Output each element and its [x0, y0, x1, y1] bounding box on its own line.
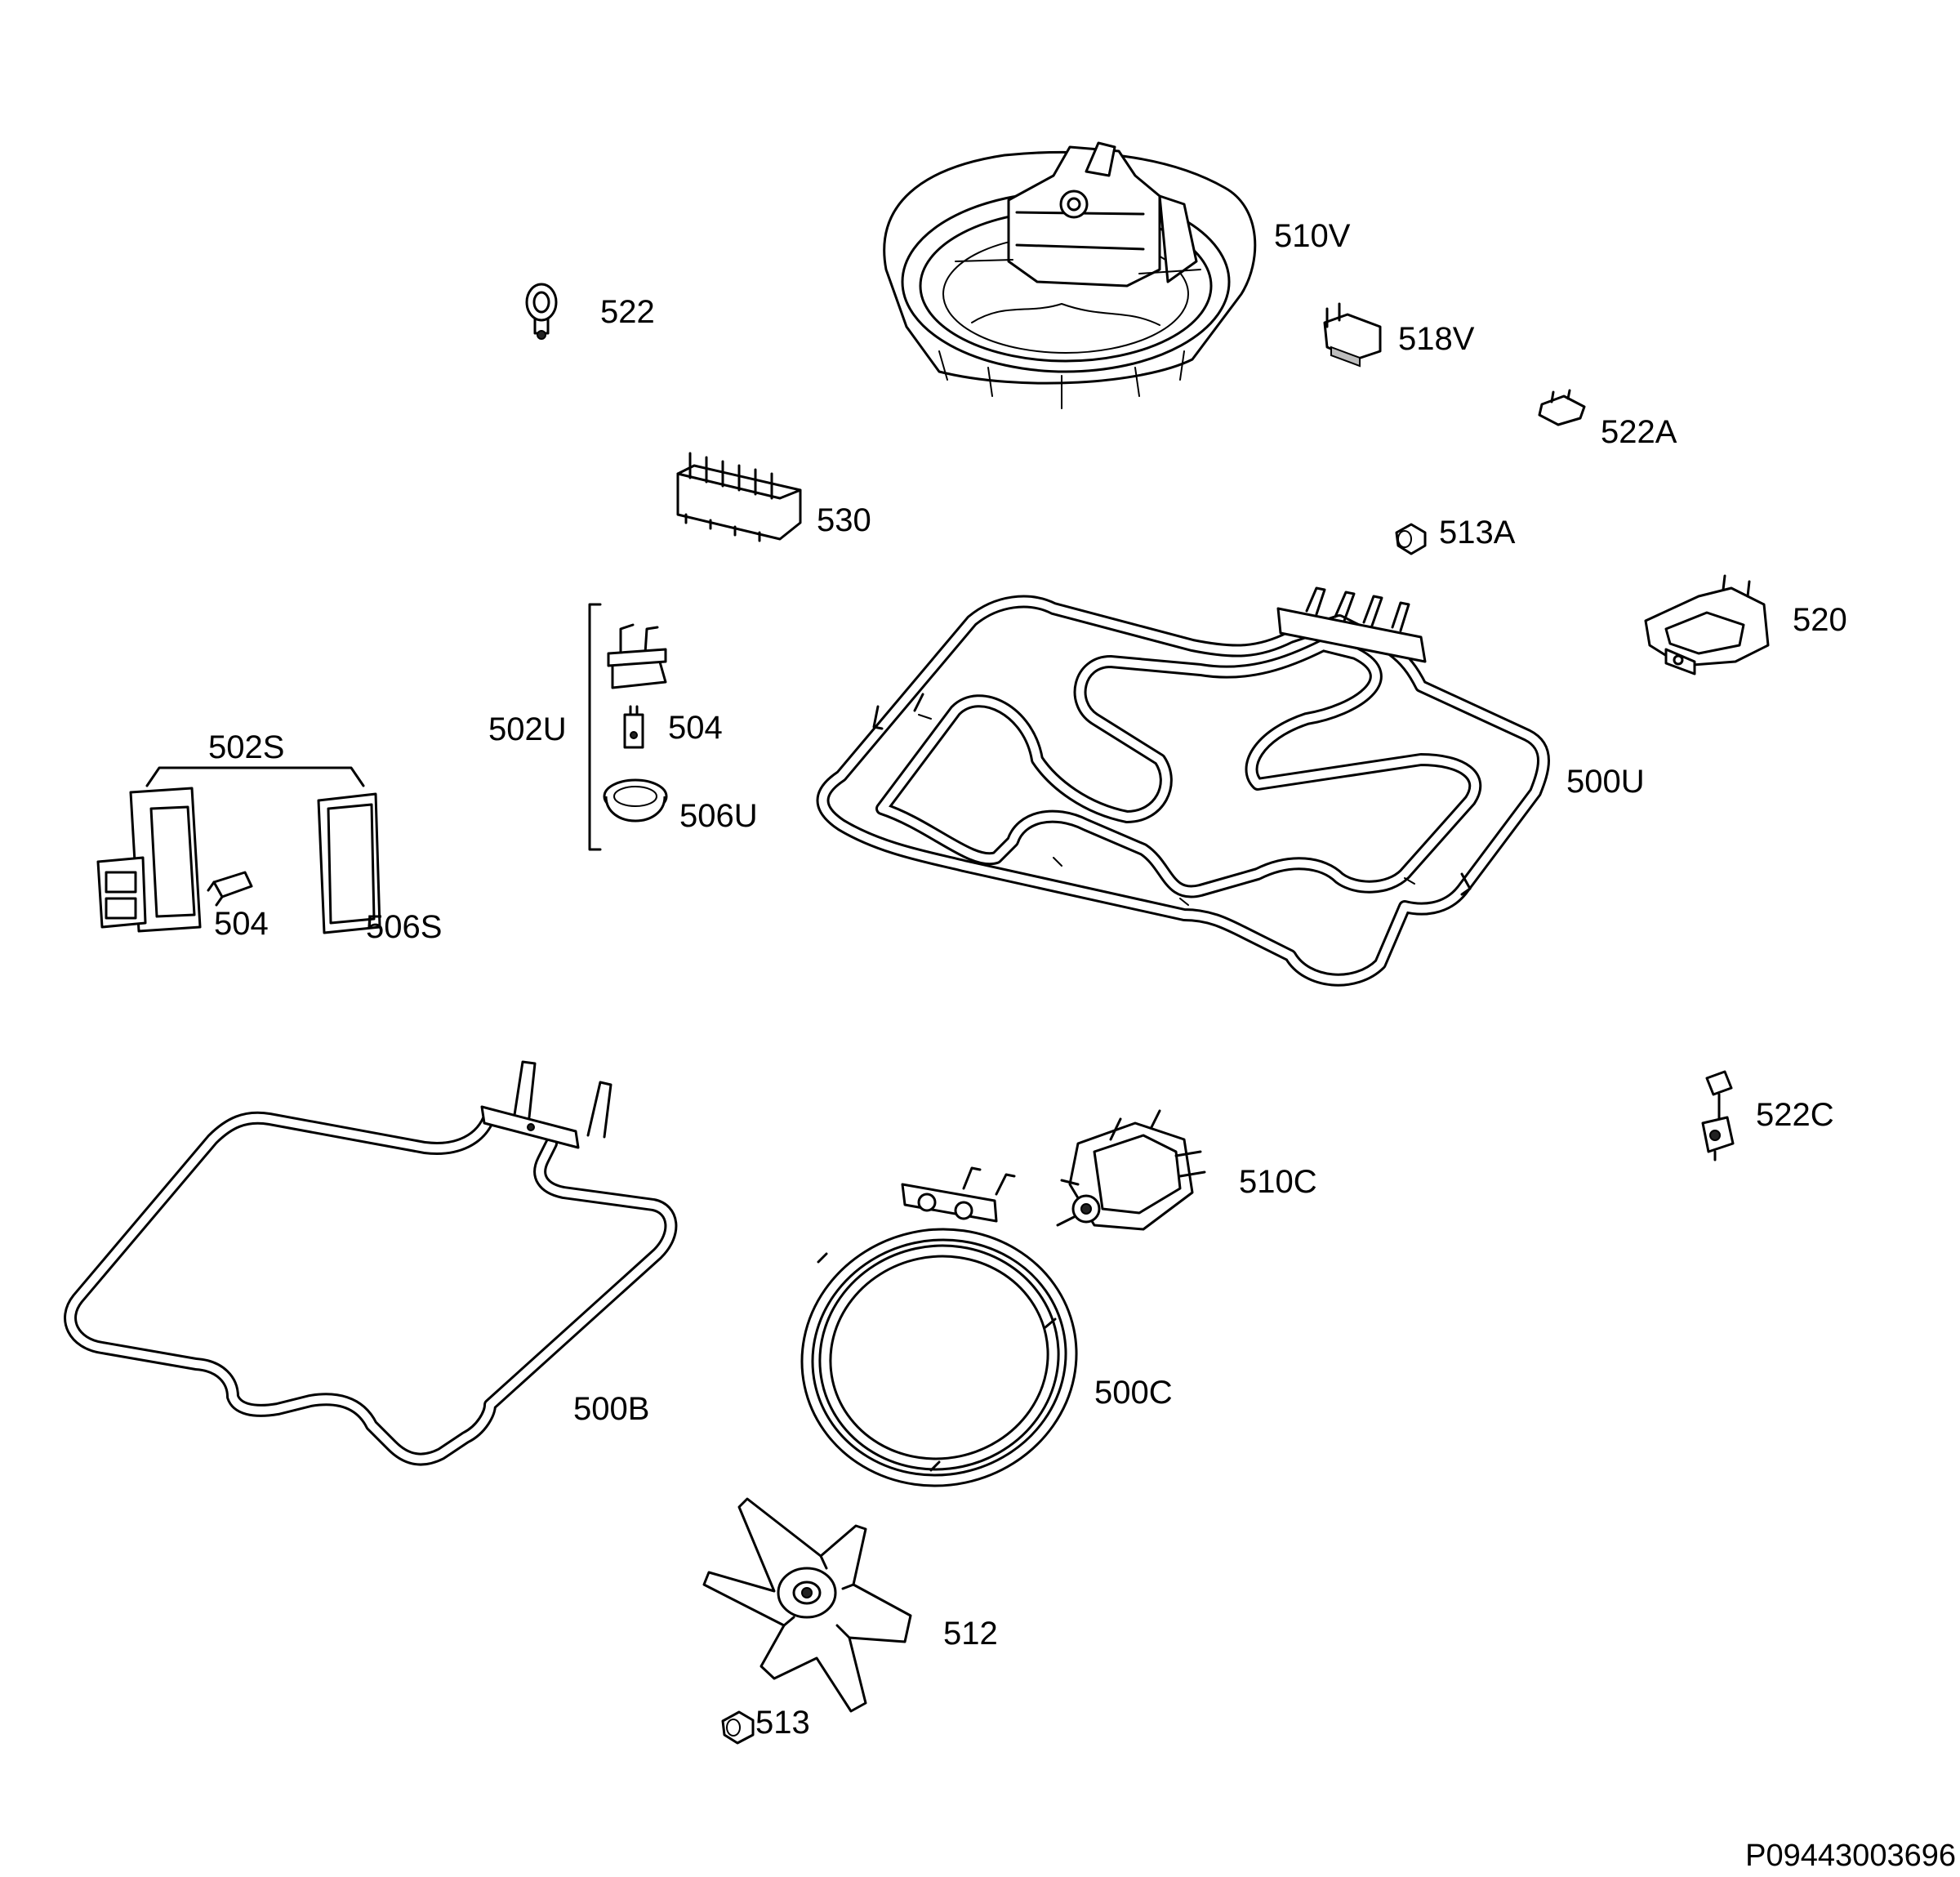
label-502u: 502U [488, 711, 567, 747]
label-530: 530 [817, 502, 871, 538]
part-500c-circular-element [800, 1166, 1078, 1487]
part-518v-thermal-cutout [1323, 302, 1382, 368]
label-520: 520 [1793, 602, 1847, 638]
part-500b-bottom-element [64, 1060, 678, 1466]
part-502u-lamp-holder [607, 623, 667, 689]
part-513-nut [721, 1710, 755, 1745]
label-502s: 502S [208, 729, 284, 765]
label-522: 522 [600, 294, 655, 330]
label-500b: 500B [573, 1391, 649, 1427]
part-504-bulb-upper [623, 705, 644, 749]
part-522c-clip [1701, 1070, 1735, 1161]
label-500u: 500U [1566, 764, 1645, 800]
part-522a-clip [1538, 389, 1586, 426]
label-513a: 513A [1439, 515, 1516, 551]
part-510c-fan-motor [1056, 1109, 1206, 1231]
label-510c: 510C [1239, 1164, 1317, 1200]
part-520-bracket [1644, 574, 1770, 675]
label-522a: 522A [1601, 414, 1677, 450]
part-512-fan-impeller [702, 1497, 912, 1713]
part-510v-fan-motor-assembly [883, 141, 1257, 409]
bracket-502s-group [145, 766, 365, 787]
label-512: 512 [943, 1616, 998, 1652]
part-522-clip [525, 283, 558, 340]
label-510v: 510V [1274, 218, 1351, 254]
label-522c: 522C [1756, 1097, 1834, 1133]
part-502s-side-lamp-housing [96, 787, 202, 933]
label-500c: 500C [1094, 1375, 1173, 1411]
part-504-bulb-lower [207, 871, 253, 907]
reference-code: P09443003696 [1745, 1839, 1956, 1873]
label-506s: 506S [366, 909, 442, 945]
part-506u-lamp-cover [603, 778, 668, 823]
label-513: 513 [755, 1705, 810, 1741]
label-518v: 518V [1398, 321, 1475, 357]
part-513a-nut [1395, 523, 1427, 555]
label-506u: 506U [679, 798, 758, 834]
bracket-502u-group [588, 603, 602, 851]
part-506s-side-lamp-cover [317, 792, 381, 934]
label-504-lower: 504 [214, 906, 269, 942]
part-500u-grill-element [816, 586, 1550, 987]
label-504-upper: 504 [668, 710, 723, 746]
part-530-terminal-block [676, 452, 802, 542]
